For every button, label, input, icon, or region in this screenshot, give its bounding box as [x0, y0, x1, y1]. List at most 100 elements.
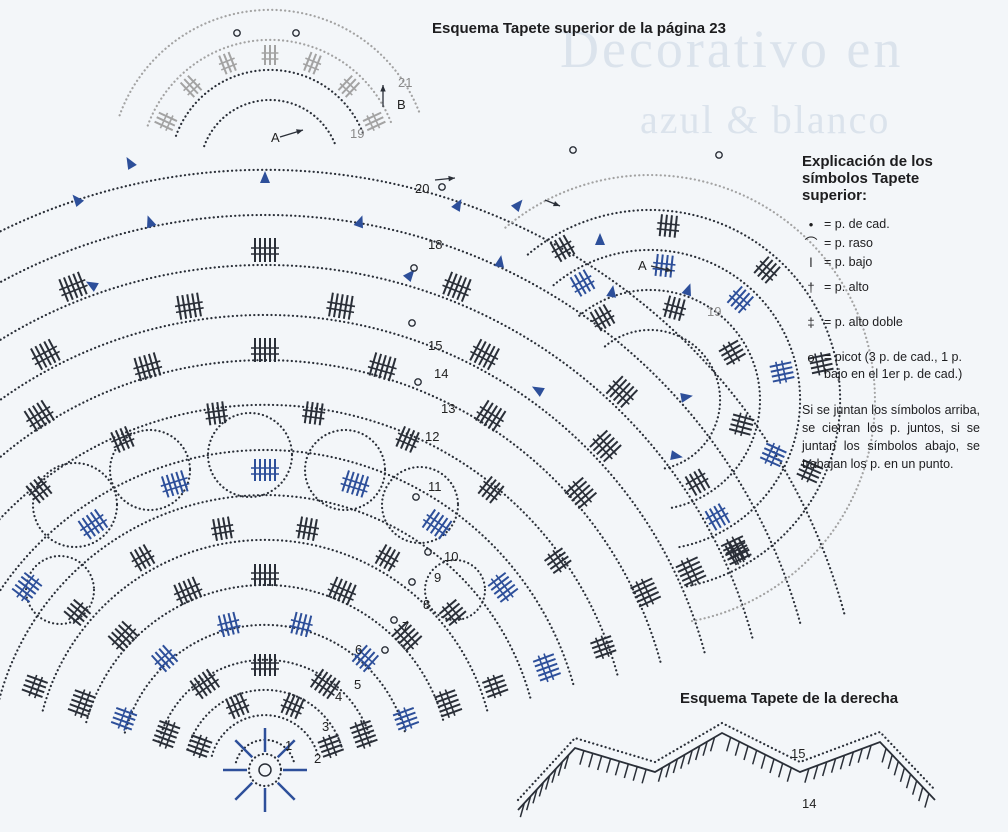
stitch-post	[155, 729, 178, 739]
stitch-post	[769, 361, 792, 368]
stitch-cluster	[133, 352, 163, 382]
right-chain-round	[603, 328, 722, 470]
legend-item-treble-crochet: ‡ = p. alto doble	[802, 314, 980, 331]
edge-stitch	[905, 774, 912, 789]
stitch-post	[74, 689, 96, 699]
stitch-post	[159, 719, 181, 730]
stitch-post	[43, 341, 57, 364]
stitch-cross	[369, 360, 397, 370]
stitch-post	[374, 544, 388, 565]
stitch-cluster	[796, 458, 824, 484]
picot	[292, 29, 300, 37]
stitch-cross	[806, 461, 817, 483]
stitch-cross	[397, 709, 407, 731]
arrow-head-icon	[553, 201, 560, 207]
stitch-cross	[33, 676, 44, 699]
stitch-post	[307, 53, 318, 73]
stitch-cross	[111, 624, 132, 646]
stitch-cross	[686, 557, 700, 584]
right-chain-round	[578, 288, 762, 510]
stitch-post	[328, 292, 334, 317]
stitch-cross	[393, 628, 415, 650]
stitch-post	[387, 357, 397, 382]
right-chain-round	[504, 173, 877, 623]
stitch-cross	[302, 409, 326, 414]
stitch-cross	[551, 240, 572, 254]
stitch-post	[344, 81, 361, 98]
stitch-cross	[554, 245, 575, 259]
arrow-head-icon	[380, 85, 386, 92]
stitch-cluster	[351, 644, 380, 673]
stitch-post	[421, 508, 437, 529]
stitch-post	[187, 743, 210, 754]
stitch-cross	[371, 112, 381, 129]
stitch-post	[569, 276, 583, 297]
stitch-post	[478, 343, 492, 366]
stitch-cross	[339, 82, 353, 96]
stitch-cluster	[532, 653, 562, 683]
stitch-post	[33, 479, 49, 498]
stitch-post	[314, 671, 329, 691]
edge-stitch	[887, 754, 893, 770]
stitch-cross	[728, 294, 747, 311]
stitch-cluster	[67, 689, 96, 719]
stitch-post	[737, 295, 755, 314]
edge-stitch	[680, 754, 686, 769]
edge-stitch	[544, 775, 551, 790]
stitch-cross	[176, 588, 203, 601]
stitch-post	[206, 403, 212, 426]
stitch-post	[27, 407, 43, 430]
stitch-post	[398, 627, 416, 645]
edge-stitch	[777, 763, 784, 778]
stitch-cluster	[251, 238, 279, 262]
stitch-cross	[61, 284, 88, 297]
stitch-post	[300, 614, 308, 636]
chain-round	[0, 263, 754, 641]
edge-stitch	[804, 768, 810, 783]
stitch-post	[409, 431, 420, 453]
stitch-post	[227, 51, 237, 71]
blue-petal-tip	[531, 386, 545, 397]
stitch-post	[186, 294, 193, 319]
stitch-cluster	[569, 269, 596, 297]
main-diagram-title: Esquema Tapete superior de la página 23	[432, 20, 726, 37]
chain-round	[186, 688, 344, 751]
stitch-post	[737, 537, 751, 558]
stitch-cross	[734, 412, 742, 435]
stitch-cluster	[684, 468, 711, 497]
round-label-13: 13	[441, 401, 456, 416]
stitch-cross	[657, 222, 680, 226]
stitch-post	[394, 711, 416, 722]
stitch-cluster	[362, 111, 386, 132]
stitch-cross	[472, 345, 499, 360]
stitch-cross	[314, 673, 339, 692]
round-label-20: 20	[415, 181, 430, 196]
stitch-post	[802, 458, 824, 470]
stitch-cluster	[808, 352, 834, 376]
stitch-post	[303, 51, 313, 71]
stitch-cross	[123, 709, 133, 731]
stitch-cross	[705, 507, 726, 520]
stitch-cross	[225, 698, 248, 710]
edge-stitch	[918, 786, 924, 802]
stitch-post	[212, 519, 218, 542]
slip-stitch-icon: ⌒	[804, 236, 818, 251]
stitch-post	[366, 120, 386, 132]
stitch-post	[539, 672, 562, 682]
stitch-cross	[378, 549, 399, 563]
stitch-post	[659, 254, 664, 277]
stitch-post	[582, 269, 596, 290]
stitch-post	[469, 338, 483, 361]
edge-stitch	[751, 750, 758, 765]
stitch-cross	[160, 477, 188, 487]
stitch-cross	[83, 518, 108, 537]
stitch-post	[312, 519, 318, 542]
stitch-post	[32, 405, 47, 427]
chain-round	[85, 583, 445, 724]
stitch-post	[679, 565, 703, 578]
stitch-post	[474, 399, 490, 422]
stitch-post	[434, 689, 456, 699]
stitch-post	[187, 74, 203, 91]
stitch-post	[477, 475, 493, 495]
stitch-post	[216, 401, 222, 425]
